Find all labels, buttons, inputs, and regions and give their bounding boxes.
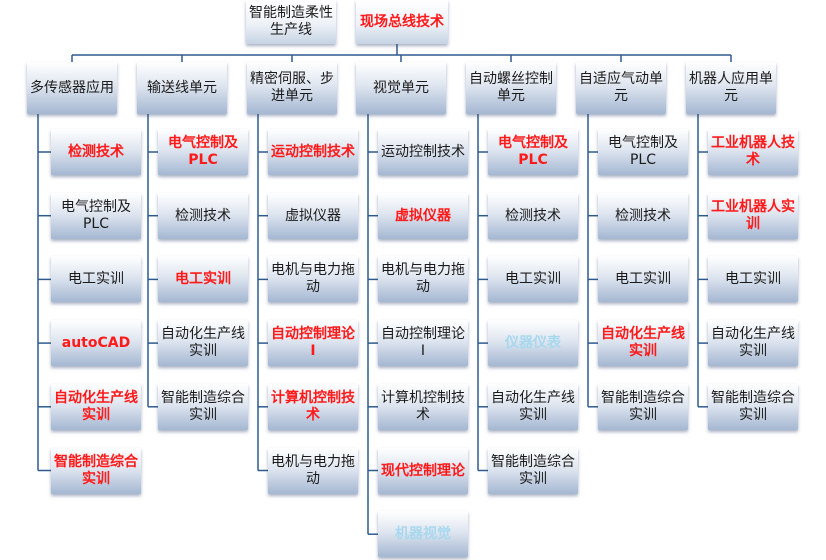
module-box: 自动化生产线实训: [598, 320, 688, 366]
unit-box: 机器人应用单元: [686, 62, 776, 114]
module-box: 仪器仪表: [488, 320, 578, 366]
module-box: 现代控制理论: [378, 448, 468, 494]
module-box: 电工实训: [488, 256, 578, 302]
module-box: 自动控制理论I: [268, 320, 358, 366]
module-box: 电气控制及PLC: [51, 193, 141, 239]
module-box: 运动控制技术: [378, 129, 468, 175]
module-box: 运动控制技术: [268, 129, 358, 175]
module-box: 工业机器人技术: [708, 129, 798, 175]
module-box: 虚拟仪器: [378, 193, 468, 239]
module-box: 计算机控制技术: [268, 384, 358, 430]
module-box: 智能制造综合实训: [158, 384, 248, 430]
module-box: 电工实训: [158, 256, 248, 302]
module-box: 检测技术: [598, 193, 688, 239]
module-box: 电工实训: [51, 256, 141, 302]
module-box: 检测技术: [51, 129, 141, 175]
unit-box: 视觉单元: [356, 62, 446, 114]
module-box: 计算机控制技术: [378, 384, 468, 430]
module-box: 电气控制及PLC: [488, 129, 578, 175]
module-box: 机器视觉: [378, 511, 468, 557]
module-box: 虚拟仪器: [268, 193, 358, 239]
unit-box: 多传感器应用: [27, 62, 117, 114]
module-box: 电气控制及PLC: [158, 129, 248, 175]
unit-box: 精密伺服、步进单元: [247, 62, 337, 114]
module-box: 电机与电力拖动: [268, 448, 358, 494]
module-box: 自动化生产线实训: [158, 320, 248, 366]
header-box: 智能制造柔性生产线: [246, 0, 336, 44]
module-box: 检测技术: [488, 193, 578, 239]
module-box: 自动化生产线实训: [51, 384, 141, 430]
module-box: 智能制造综合实训: [488, 448, 578, 494]
module-box: 自动化生产线实训: [488, 384, 578, 430]
module-box: autoCAD: [51, 320, 141, 366]
module-box: 检测技术: [158, 193, 248, 239]
unit-box: 自适应气动单元: [576, 62, 666, 114]
module-box: 电机与电力拖动: [268, 256, 358, 302]
module-box: 电工实训: [708, 256, 798, 302]
unit-box: 输送线单元: [137, 62, 227, 114]
module-box: 电工实训: [598, 256, 688, 302]
module-box: 智能制造综合实训: [708, 384, 798, 430]
module-box: 自动化生产线实训: [708, 320, 798, 366]
module-box: 电机与电力拖动: [378, 256, 468, 302]
header-box: 现场总线技术: [356, 0, 448, 44]
module-box: 自动控制理论I: [378, 320, 468, 366]
module-box: 电气控制及PLC: [598, 129, 688, 175]
unit-box: 自动螺丝控制单元: [466, 62, 556, 114]
module-box: 工业机器人实训: [708, 193, 798, 239]
module-box: 智能制造综合实训: [598, 384, 688, 430]
module-box: 智能制造综合实训: [51, 448, 141, 494]
